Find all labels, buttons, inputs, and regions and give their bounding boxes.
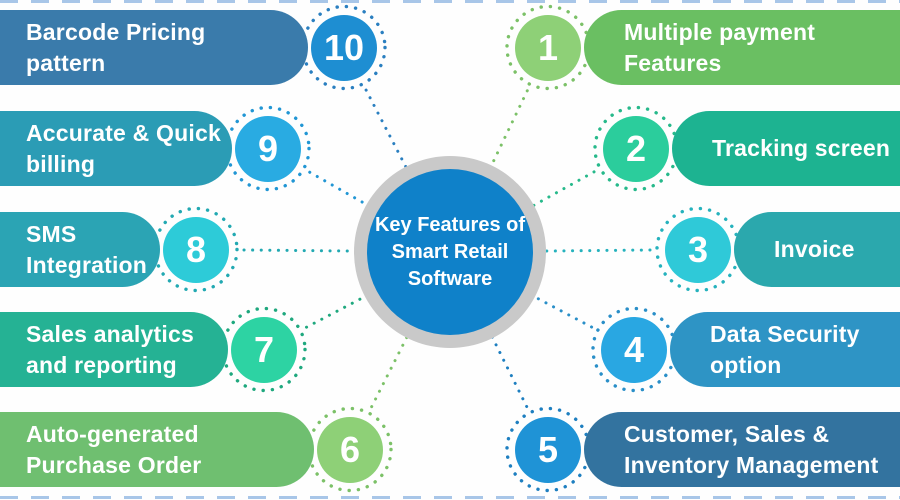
connector-line [448,250,594,329]
feature-banner: Auto-generated Purchase Order [0,412,314,487]
feature-banner: Data Security option [670,312,900,387]
feature-number: 10 [323,26,365,68]
feature-banner: Sales analytics and reporting [0,312,228,387]
connector-line [448,248,652,254]
feature-label: Invoice [774,236,855,262]
feature-number: 4 [623,328,645,370]
feature-number: 8 [185,228,207,270]
feature-number-circle: 3 [665,216,731,283]
feature-number-circle: 8 [163,216,229,283]
feature-number-circle: 6 [317,416,383,483]
feature-label: Customer, Sales & Inventory Management [624,420,879,478]
feature-label: SMS Integration [26,220,148,278]
feature-label: Sales analytics and reporting [26,320,194,378]
feature-label: Multiple payment Features [624,18,816,76]
center-circle: Key Features of Smart Retail Software [367,169,533,335]
feature-number: 3 [687,228,709,270]
feature-banner: Invoice [734,212,900,287]
connector-line [305,250,452,329]
feature-number-circle: 5 [515,416,581,483]
feature-label: Barcode Pricing pattern [26,18,206,76]
feature-label: Tracking screen [712,135,891,161]
feature-number: 5 [537,428,559,470]
feature-banner: Tracking screen [672,111,900,186]
feature-number: 6 [339,428,361,470]
feature-number-circle: 10 [311,14,377,81]
feature-label: Auto-generated Purchase Order [26,420,202,478]
feature-number-circle: 4 [601,316,667,383]
feature-banner: Accurate & Quick billing [0,111,232,186]
feature-label: Accurate & Quick billing [26,119,221,177]
feature-number-circle: 1 [515,14,581,81]
feature-banner: Customer, Sales & Inventory Management [584,412,900,487]
connector-line [308,170,452,254]
feature-number: 1 [537,26,559,68]
feature-number: 9 [257,127,279,169]
feature-number: 2 [625,127,647,169]
feature-banner: SMS Integration [0,212,160,287]
feature-banner: Barcode Pricing pattern [0,10,308,85]
feature-number-circle: 9 [235,115,301,182]
feature-banner: Multiple payment Features [584,10,900,85]
feature-number-circle: 2 [603,115,669,182]
feature-number-circle: 7 [231,316,297,383]
feature-label: Data Security option [710,320,860,378]
center-ring: Key Features of Smart Retail Software [354,156,546,348]
center-title: Key Features of Smart Retail Software [374,213,526,290]
feature-number: 7 [253,328,275,370]
